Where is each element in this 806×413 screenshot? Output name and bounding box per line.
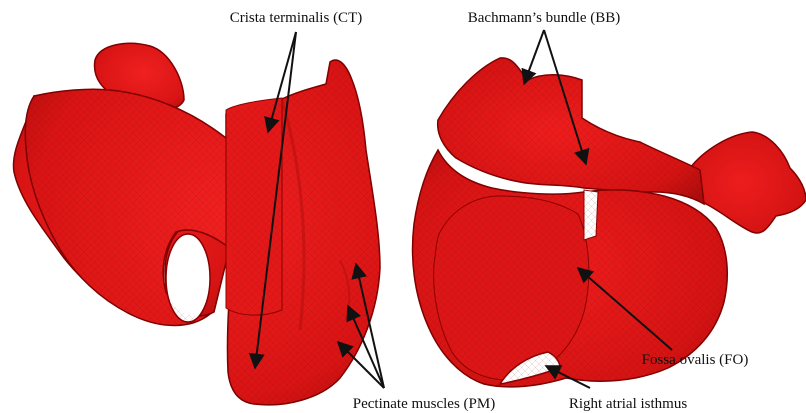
label-bachmanns-bundle: Bachmann’s bundle (BB) [468,10,620,26]
left-atrial-model [13,43,380,405]
label-pectinate-muscles: Pectinate muscles (PM) [353,396,495,412]
right-atrial-model [413,58,806,387]
label-right-atrial-isthmus: Right atrial isthmus [569,396,687,412]
label-crista-terminalis: Crista terminalis (CT) [230,10,362,26]
label-fossa-ovalis: Fossa ovalis (FO) [642,352,749,368]
